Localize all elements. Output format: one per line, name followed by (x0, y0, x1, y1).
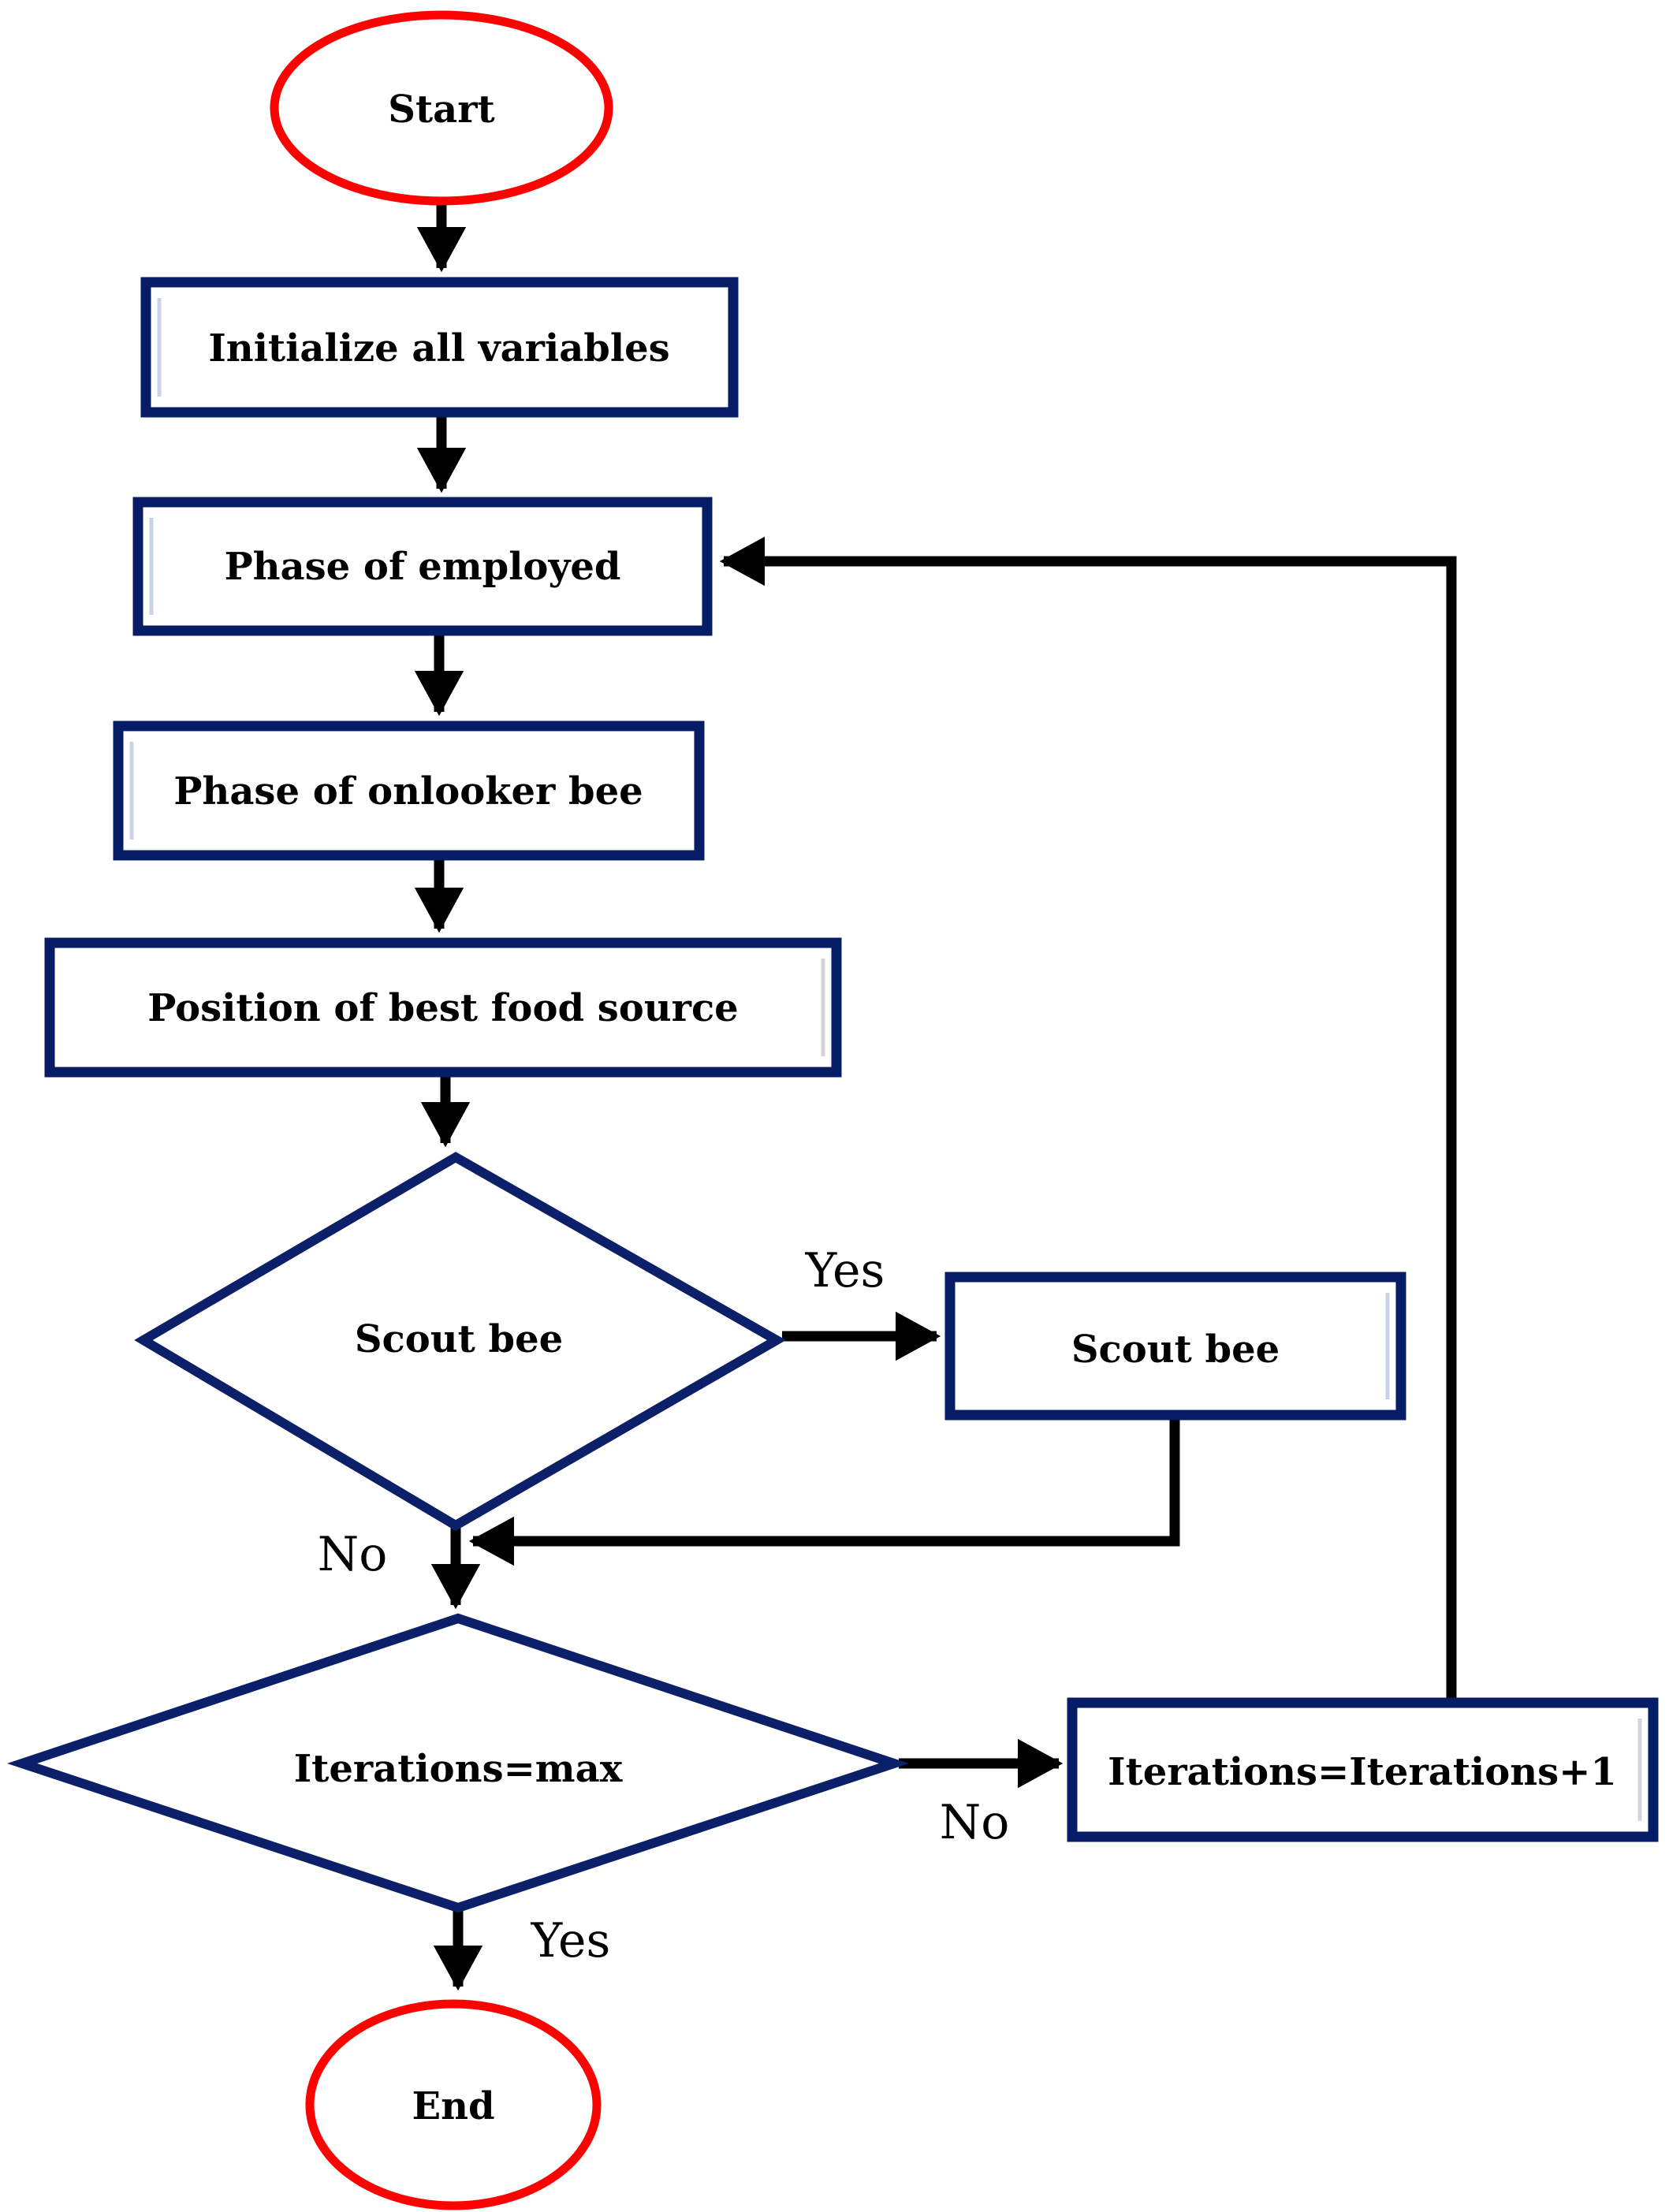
init-label: Initialize all variables (208, 326, 670, 371)
arrow-scoutbox-return (468, 1415, 1180, 1566)
end-label: End (412, 2084, 495, 2128)
iter-no-label: No (939, 1795, 1010, 1850)
bestfood-process-shape (44, 937, 842, 1078)
iter-decision-shape (6, 1613, 910, 1913)
scout-no-label: No (317, 1527, 388, 1582)
employed-label: Phase of employed (224, 545, 621, 589)
init-process-shape (140, 277, 739, 418)
iter-increment-shape (1067, 1697, 1659, 1842)
iter-decision-label: Iterations=max (293, 1747, 623, 1791)
arrow-feedback-to-employed (719, 536, 1457, 1701)
employed-process-shape (132, 497, 713, 636)
onlooker-label: Phase of onlooker bee (173, 769, 643, 814)
scout-action-label: Scout bee (1071, 1328, 1280, 1372)
scout-decision-shape (134, 1152, 787, 1531)
scout-action-shape (944, 1272, 1406, 1421)
iter-yes-label: Yes (531, 1913, 611, 1968)
start-terminator-shape (270, 10, 613, 206)
end-terminator-shape (305, 1999, 602, 2210)
start-label: Start (388, 88, 495, 132)
scout-yes-label: Yes (805, 1243, 885, 1298)
onlooker-process-shape (113, 721, 705, 861)
bestfood-label: Position of best food source (147, 986, 739, 1030)
scout-decision-label: Scout bee (354, 1317, 564, 1361)
iter-increment-label: Iterations=Iterations+1 (1108, 1750, 1617, 1794)
